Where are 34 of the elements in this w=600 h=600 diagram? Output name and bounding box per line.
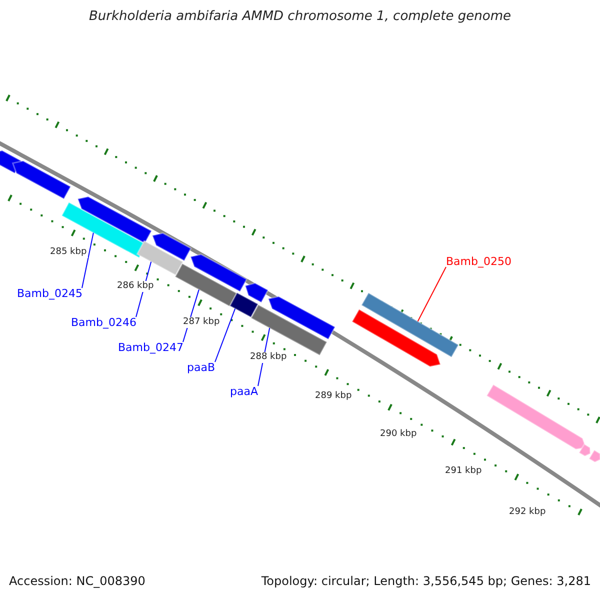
genome-info-text: Topology: circular; Length: 3,556,545 bp; Genes: 3,281: [261, 575, 591, 587]
gene-label: Bamb_0245: [17, 288, 82, 299]
accession-text: Accession: NC_008390: [9, 575, 146, 587]
gene-feature: [578, 443, 592, 457]
scale-label: 285 kbp: [49, 247, 88, 258]
gene-label: paaB: [187, 362, 216, 373]
gene-feature: [486, 384, 588, 450]
title: Burkholderia ambifaria AMMD chromosome 1, complete genome: [88, 10, 512, 23]
gene-feature: [151, 232, 192, 262]
gene-feature: [12, 160, 72, 200]
scale-label: 292 kbp: [508, 507, 547, 518]
scale-label: 286 kbp: [116, 281, 155, 292]
leader-line: [82, 232, 94, 288]
scale-label: 291 kbp: [444, 466, 483, 477]
gene-feature: [267, 296, 336, 340]
gene-label: Bamb_0247: [118, 342, 184, 353]
scale-label: 288 kbp: [249, 352, 288, 363]
scale-label: 287 kbp: [182, 317, 221, 328]
leader-line: [214, 308, 236, 362]
gene-feature: [351, 308, 442, 368]
gene-feature: [228, 292, 260, 318]
gene-feature: [360, 292, 460, 358]
scale-label: 290 kbp: [379, 429, 418, 440]
gene-label: Bamb_0250: [446, 256, 512, 267]
gene-feature: [174, 262, 238, 308]
scale-label: 289 kbp: [314, 391, 353, 402]
gene-feature: [136, 240, 184, 276]
gene-feature: [244, 282, 270, 304]
gene-label: Bamb_0246: [71, 317, 136, 328]
gene-feature: [588, 449, 600, 463]
gene-feature: [76, 196, 153, 244]
gene-feature: [190, 254, 248, 293]
gene-label: paaA: [230, 386, 258, 397]
leader-line: [417, 266, 446, 322]
